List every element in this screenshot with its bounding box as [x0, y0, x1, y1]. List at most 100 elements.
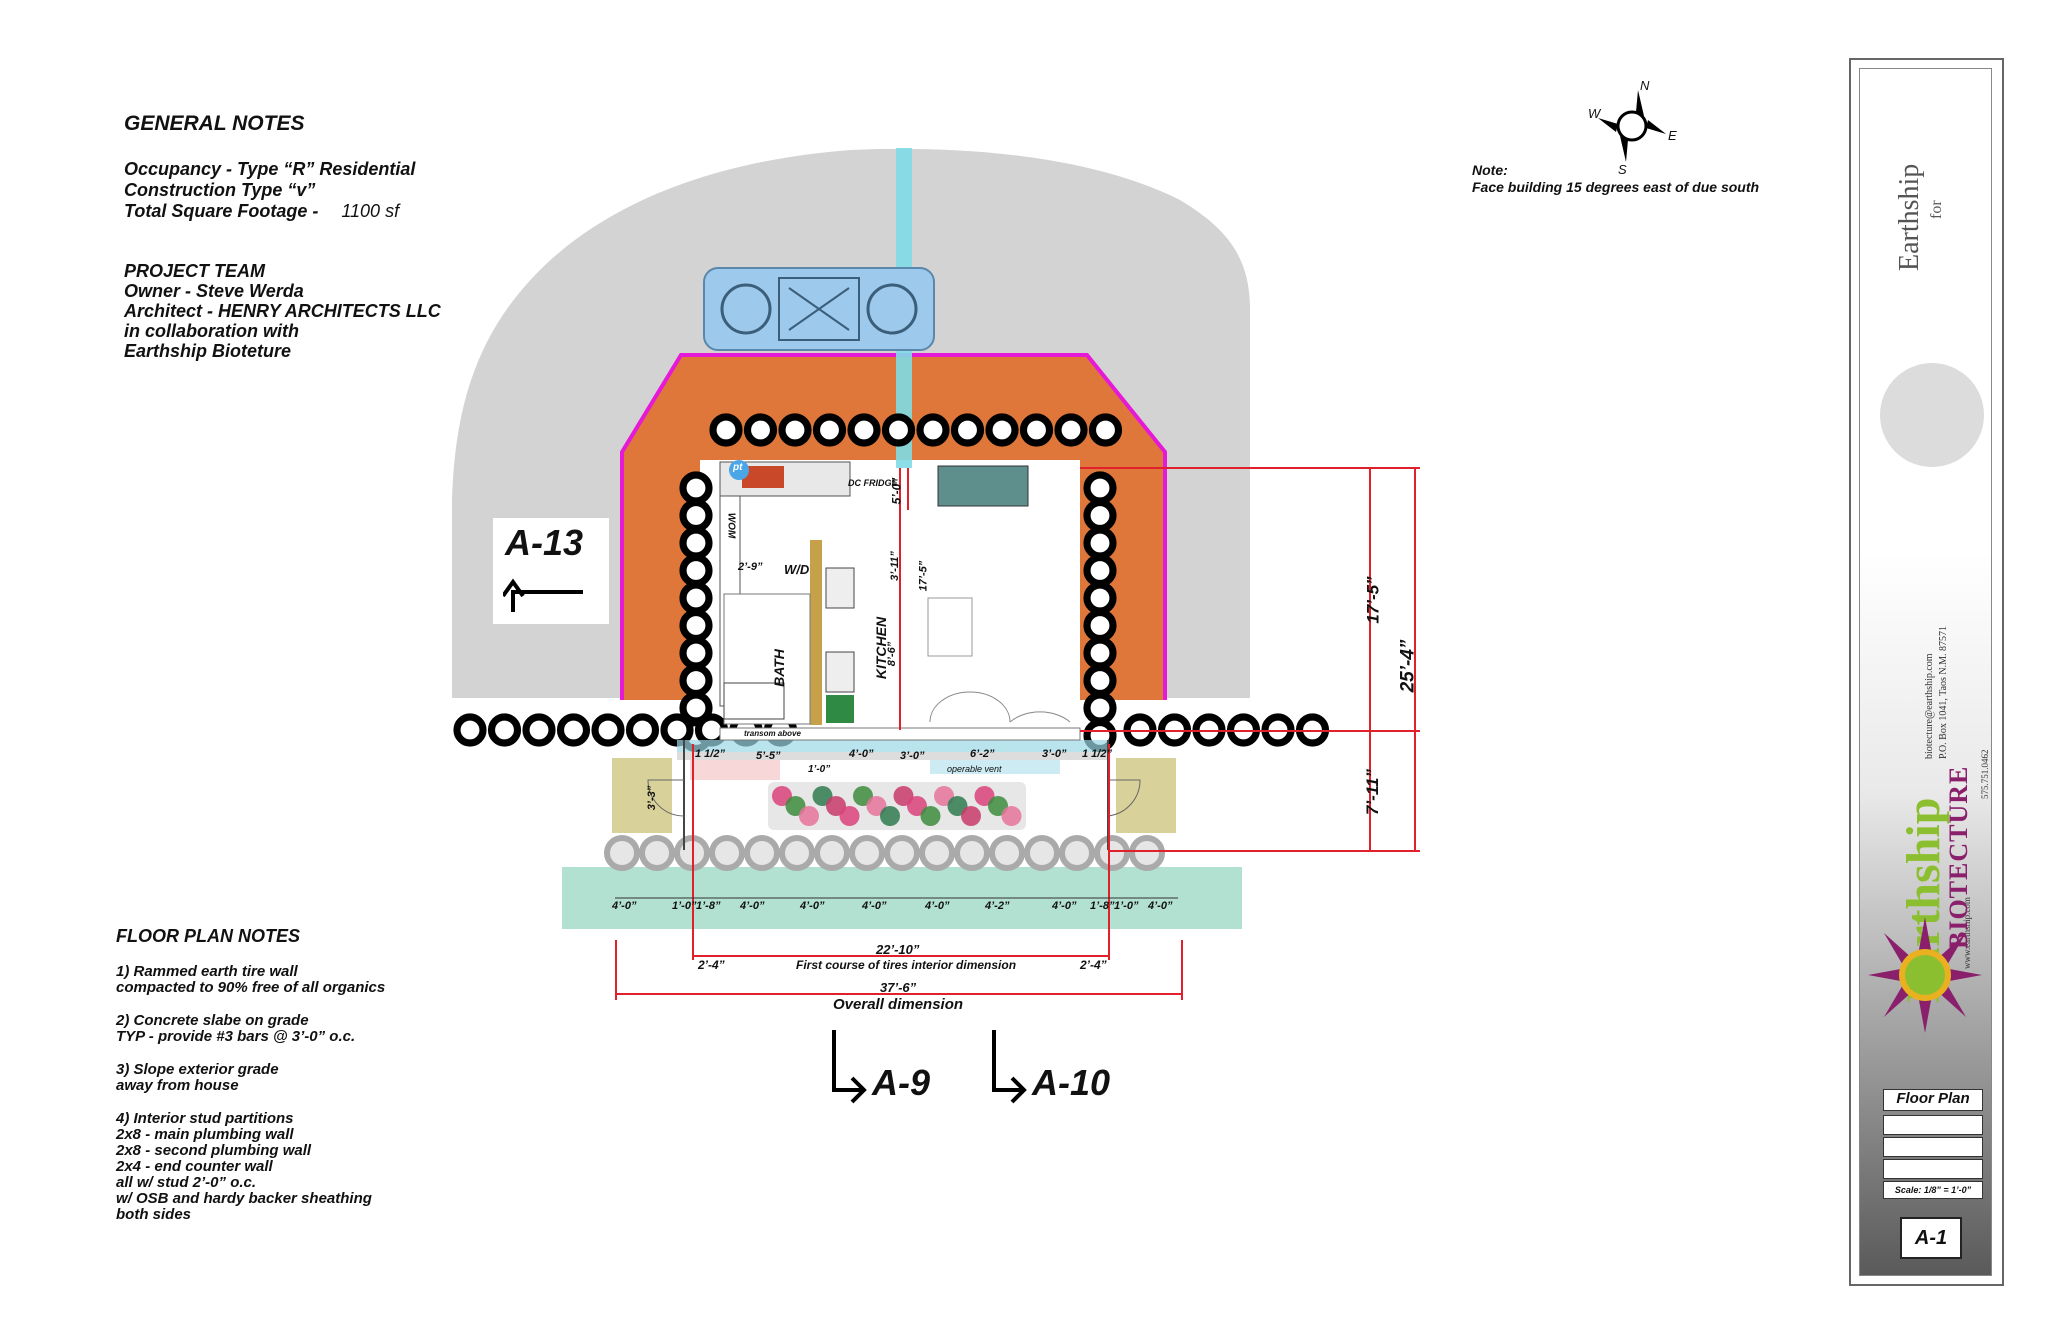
tire [556, 713, 591, 747]
tire [487, 713, 522, 747]
tire [743, 413, 778, 447]
front-tire [1059, 835, 1095, 871]
dim-7-11: 7’-11” [1363, 769, 1382, 815]
dim-3-0-a: 3’-0” [900, 750, 925, 762]
fp-note-4b: 2x8 - main plumbing wall [116, 1126, 294, 1143]
compass-s: S [1618, 162, 1627, 177]
front-glazing-strip [677, 740, 1107, 752]
section-arrow-a10-icon [992, 1030, 1027, 1104]
bottom-dim-label: 1’-0” [672, 900, 697, 912]
section-ref-a9-label: A-9 [872, 1062, 931, 1103]
compass-w: W [1588, 106, 1601, 121]
biotecture-note: Earthship Bioteture [124, 341, 292, 361]
front-tire [1024, 835, 1060, 871]
tire [679, 636, 713, 670]
tire [985, 413, 1019, 447]
tire [1083, 663, 1117, 698]
bottom-dim-label: 4’-0” [862, 900, 887, 912]
dim-1-0-mid: 1’-0” [808, 764, 831, 775]
section-ref-a13-label: A-13 [505, 522, 584, 563]
project-for-label: for [1928, 200, 1945, 219]
dim-3-3: 3’-3” [646, 785, 659, 811]
tire [679, 526, 713, 560]
square-footage-label: Total Square Footage - [124, 201, 319, 221]
front-tire [954, 835, 990, 871]
front-tire [1094, 835, 1130, 871]
collab-note: in collaboration with [124, 321, 299, 341]
section-ref-a9: A-9 [828, 1030, 948, 1110]
tire [1083, 636, 1117, 670]
fp-note-1a: 1) Rammed earth tire wall [116, 963, 298, 980]
tire [950, 413, 985, 447]
dim-2-4-left: 2’-4” [698, 958, 725, 972]
front-tire [779, 835, 815, 871]
bottom-dim-label: 4’-0” [612, 900, 637, 912]
tire [679, 663, 713, 698]
pt-label: pt [733, 462, 743, 473]
front-tire [639, 835, 675, 871]
compass-icon [1598, 90, 1666, 162]
operable-vent-label: operable vent [947, 764, 1002, 774]
washer-dryer-label: W/D [784, 562, 810, 577]
fridge-label: DC FRIDGE [848, 478, 898, 488]
project-logo-placeholder [1880, 363, 1984, 467]
north-arrow: N S E W [1578, 78, 1688, 178]
waterproof-membrane [620, 353, 1167, 700]
fp-note-4e: all w/ stud 2’-0” o.c. [116, 1174, 257, 1191]
section-ref-a13: A-13 [493, 518, 609, 624]
dim-2-9: 2’-9” [738, 561, 763, 573]
tire [1083, 581, 1117, 615]
tire [1083, 553, 1117, 588]
bottom-dim-label: 1’-8” [1090, 900, 1115, 912]
drawing-title: Floor Plan [1896, 1090, 1970, 1107]
general-notes-title: GENERAL NOTES [124, 112, 305, 135]
first-course-label: First course of tires interior dimension [796, 958, 1017, 972]
scale-box: Scale: 1/8” = 1’-0” [1883, 1181, 1983, 1199]
title-block-inner: Earthship for biotecture@earthship.com P… [1859, 68, 1992, 1276]
tire [625, 713, 660, 747]
dim-4-0-top: 4’-0” [849, 748, 874, 760]
section-ref-a10: A-10 [988, 1030, 1128, 1110]
planter-plants [772, 786, 1022, 826]
square-footage-value: 1100 sf [341, 201, 400, 221]
fp-note-2b: TYP - provide #3 bars @ 3’-0” o.c. [116, 1028, 356, 1045]
tire [453, 713, 487, 747]
bottom-dim-label: 4’-0” [1052, 900, 1077, 912]
scale-label: Scale: 1/8” = 1’-0” [1894, 1185, 1972, 1195]
fp-note-2a: 2) Concrete slabe on grade [116, 1012, 309, 1029]
bottom-dim-label: 1’-0” [1114, 900, 1139, 912]
tire [1083, 526, 1117, 560]
fp-note-3b: away from house [116, 1077, 239, 1094]
tire [522, 713, 556, 747]
contact-email: biotecture@earthship.com [1924, 653, 1935, 759]
section-arrow-a9-icon [832, 1030, 867, 1104]
bottom-dim-label: 4’-0” [925, 900, 950, 912]
tire [1054, 413, 1088, 447]
dim-3-0-b: 3’-0” [1042, 748, 1067, 760]
bottom-dim-label: 1’-8” [696, 900, 721, 912]
tire [916, 413, 950, 447]
section-arrow-a13-icon [503, 578, 583, 612]
plant [920, 806, 941, 826]
front-tire [604, 835, 640, 871]
square-footage-note: Total Square Footage - 1100 sf [124, 201, 399, 222]
bottom-dim-label: 4’-0” [740, 900, 765, 912]
project-name: Earthship [1894, 163, 1925, 271]
front-tire-row [604, 835, 1165, 871]
fp-note-1b: compacted to 90% free of all organics [116, 979, 386, 996]
front-grade-left [612, 758, 672, 833]
tire [709, 413, 743, 447]
transom-label: transom above [744, 729, 801, 738]
tire [679, 498, 713, 533]
tire [1083, 498, 1117, 533]
drawing-title-box: Floor Plan [1883, 1089, 1983, 1111]
bottom-dim-label: 4’-2” [985, 900, 1010, 912]
plant [961, 806, 981, 826]
tire [660, 713, 694, 747]
dim-2-4-right: 2’-4” [1080, 958, 1107, 972]
title-blank-1 [1883, 1115, 1983, 1135]
owner-note: Owner - Steve Werda [124, 281, 304, 301]
plant [1001, 806, 1022, 826]
front-tire [709, 835, 745, 871]
front-tire [1129, 835, 1165, 871]
